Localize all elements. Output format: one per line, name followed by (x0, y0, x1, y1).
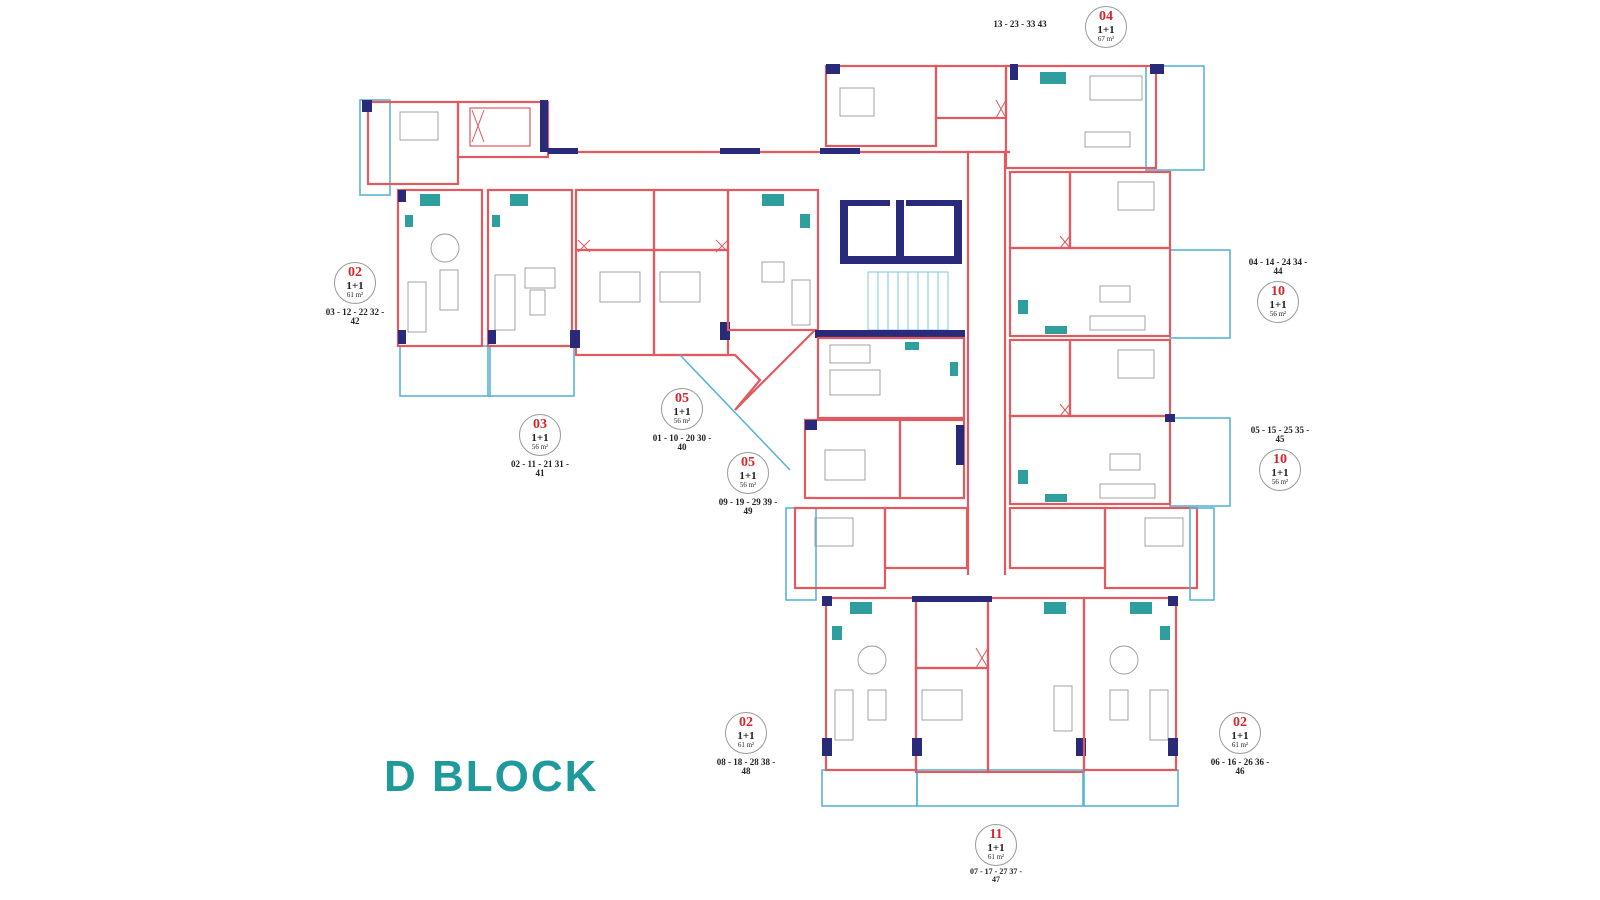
unit-badge: 03 1+1 56 m² (519, 414, 561, 456)
unit-number: 02 (348, 265, 362, 280)
unit-label-03: 03 1+1 56 m² 02 - 11 - 21 31 - 41 (500, 414, 580, 479)
unit-area: 56 m² (1269, 310, 1287, 319)
unit-10-a-plan (1008, 170, 1231, 339)
building-core (815, 200, 965, 338)
unit-type: 1+1 (1097, 23, 1115, 36)
block-title: D BLOCK (384, 752, 599, 801)
unit-floors: 08 - 18 - 28 38 - 48 (716, 757, 776, 777)
unit-number: 11 (989, 827, 1003, 842)
unit-area: 56 m² (1271, 478, 1289, 487)
unit-top-left (359, 99, 550, 196)
unit-05-b-plan (803, 336, 966, 500)
unit-label-05-b: 05 1+1 56 m² 09 - 19 - 29 39 - 49 (708, 452, 788, 517)
unit-type: 1+1 (1271, 466, 1289, 479)
unit-area: 61 m² (737, 741, 755, 750)
unit-04-plan (824, 64, 1205, 171)
unit-badge: 05 1+1 56 m² (661, 388, 703, 430)
unit-badge: 10 1+1 56 m² (1257, 280, 1299, 323)
unit-number: 02 (739, 715, 753, 730)
unit-type: 1+1 (531, 431, 549, 444)
unit-label-11: 11 1+1 61 m² 07 - 17 - 27 37 - 47 (956, 824, 1036, 885)
unit-type: 1+1 (1269, 298, 1287, 311)
unit-floors: 06 - 16 - 26 36 - 46 (1210, 757, 1270, 777)
unit-living-left-of-core (726, 188, 820, 332)
unit-03-plan (486, 188, 575, 397)
unit-label-04: 04 1+1 67 m² (1066, 6, 1146, 48)
unit-number: 10 (1273, 451, 1287, 467)
unit-area: 61 m² (1231, 741, 1249, 750)
unit-11-plan (912, 596, 1086, 807)
unit-number: 05 (741, 455, 755, 470)
unit-label-02-left: 02 1+1 61 m² 03 - 12 - 22 32 - 42 (312, 262, 398, 327)
unit-badge: 05 1+1 56 m² (727, 452, 769, 494)
unit-floors: 07 - 17 - 27 37 - 47 (970, 867, 1022, 885)
unit-badge: 02 1+1 61 m² (334, 262, 376, 304)
unit-badge: 11 1+1 61 m² (975, 824, 1017, 866)
unit-label-05-a: 05 1+1 56 m² 01 - 10 - 20 30 - 40 (642, 388, 722, 453)
unit-badge: 02 1+1 61 m² (725, 712, 767, 754)
unit-badge: 02 1+1 61 m² (1219, 712, 1261, 754)
unit-label-10-b: 05 - 15 - 25 35 - 45 10 1+1 56 m² (1240, 425, 1320, 491)
unit-floors: 05 - 15 - 25 35 - 45 (1250, 425, 1310, 445)
unit-type: 1+1 (1231, 729, 1249, 742)
unit-area: 56 m² (673, 417, 691, 426)
unit-number: 02 (1233, 715, 1247, 730)
unit-number: 04 (1099, 9, 1113, 24)
unit-type: 1+1 (737, 729, 755, 742)
unit-floors: 04 - 14 - 24 34 - 44 (1248, 257, 1308, 277)
unit-type: 1+1 (987, 841, 1005, 854)
unit-floors: 09 - 19 - 29 39 - 49 (718, 497, 778, 517)
unit-05-a-plan (570, 188, 730, 357)
unit-label-10-a: 04 - 14 - 24 34 - 44 10 1+1 56 m² (1238, 257, 1318, 323)
unit-badge: 04 1+1 67 m² (1085, 6, 1127, 48)
unit-floors: 02 - 11 - 21 31 - 41 (511, 459, 569, 479)
unit-number: 10 (1271, 283, 1285, 299)
unit-area: 56 m² (739, 481, 757, 490)
unit-number: 05 (675, 391, 689, 406)
unit-badge: 10 1+1 56 m² (1259, 448, 1301, 491)
unit-label-02-right: 02 1+1 61 m² 06 - 16 - 26 36 - 46 (1200, 712, 1280, 777)
unit-floors-04: 13 - 23 - 33 43 (993, 19, 1047, 29)
unit-02-left-plan (396, 188, 491, 397)
bedroom-row-lower (785, 506, 1215, 601)
unit-number: 03 (533, 417, 547, 432)
unit-type: 1+1 (673, 405, 691, 418)
unit-floors: 03 - 12 - 22 32 - 42 (325, 307, 385, 327)
unit-type: 1+1 (739, 469, 757, 482)
unit-02-right-plan (1082, 596, 1179, 807)
unit-label-02-bottom: 02 1+1 61 m² 08 - 18 - 28 38 - 48 (706, 712, 786, 777)
unit-02-bottom-plan (821, 596, 918, 807)
unit-type: 1+1 (346, 279, 364, 292)
unit-area: 61 m² (346, 291, 364, 300)
unit-area: 67 m² (1097, 35, 1115, 44)
unit-10-b-plan (1008, 338, 1231, 507)
unit-area: 61 m² (987, 853, 1005, 862)
unit-floors: 01 - 10 - 20 30 - 40 (652, 433, 712, 453)
unit-area: 56 m² (531, 443, 549, 452)
